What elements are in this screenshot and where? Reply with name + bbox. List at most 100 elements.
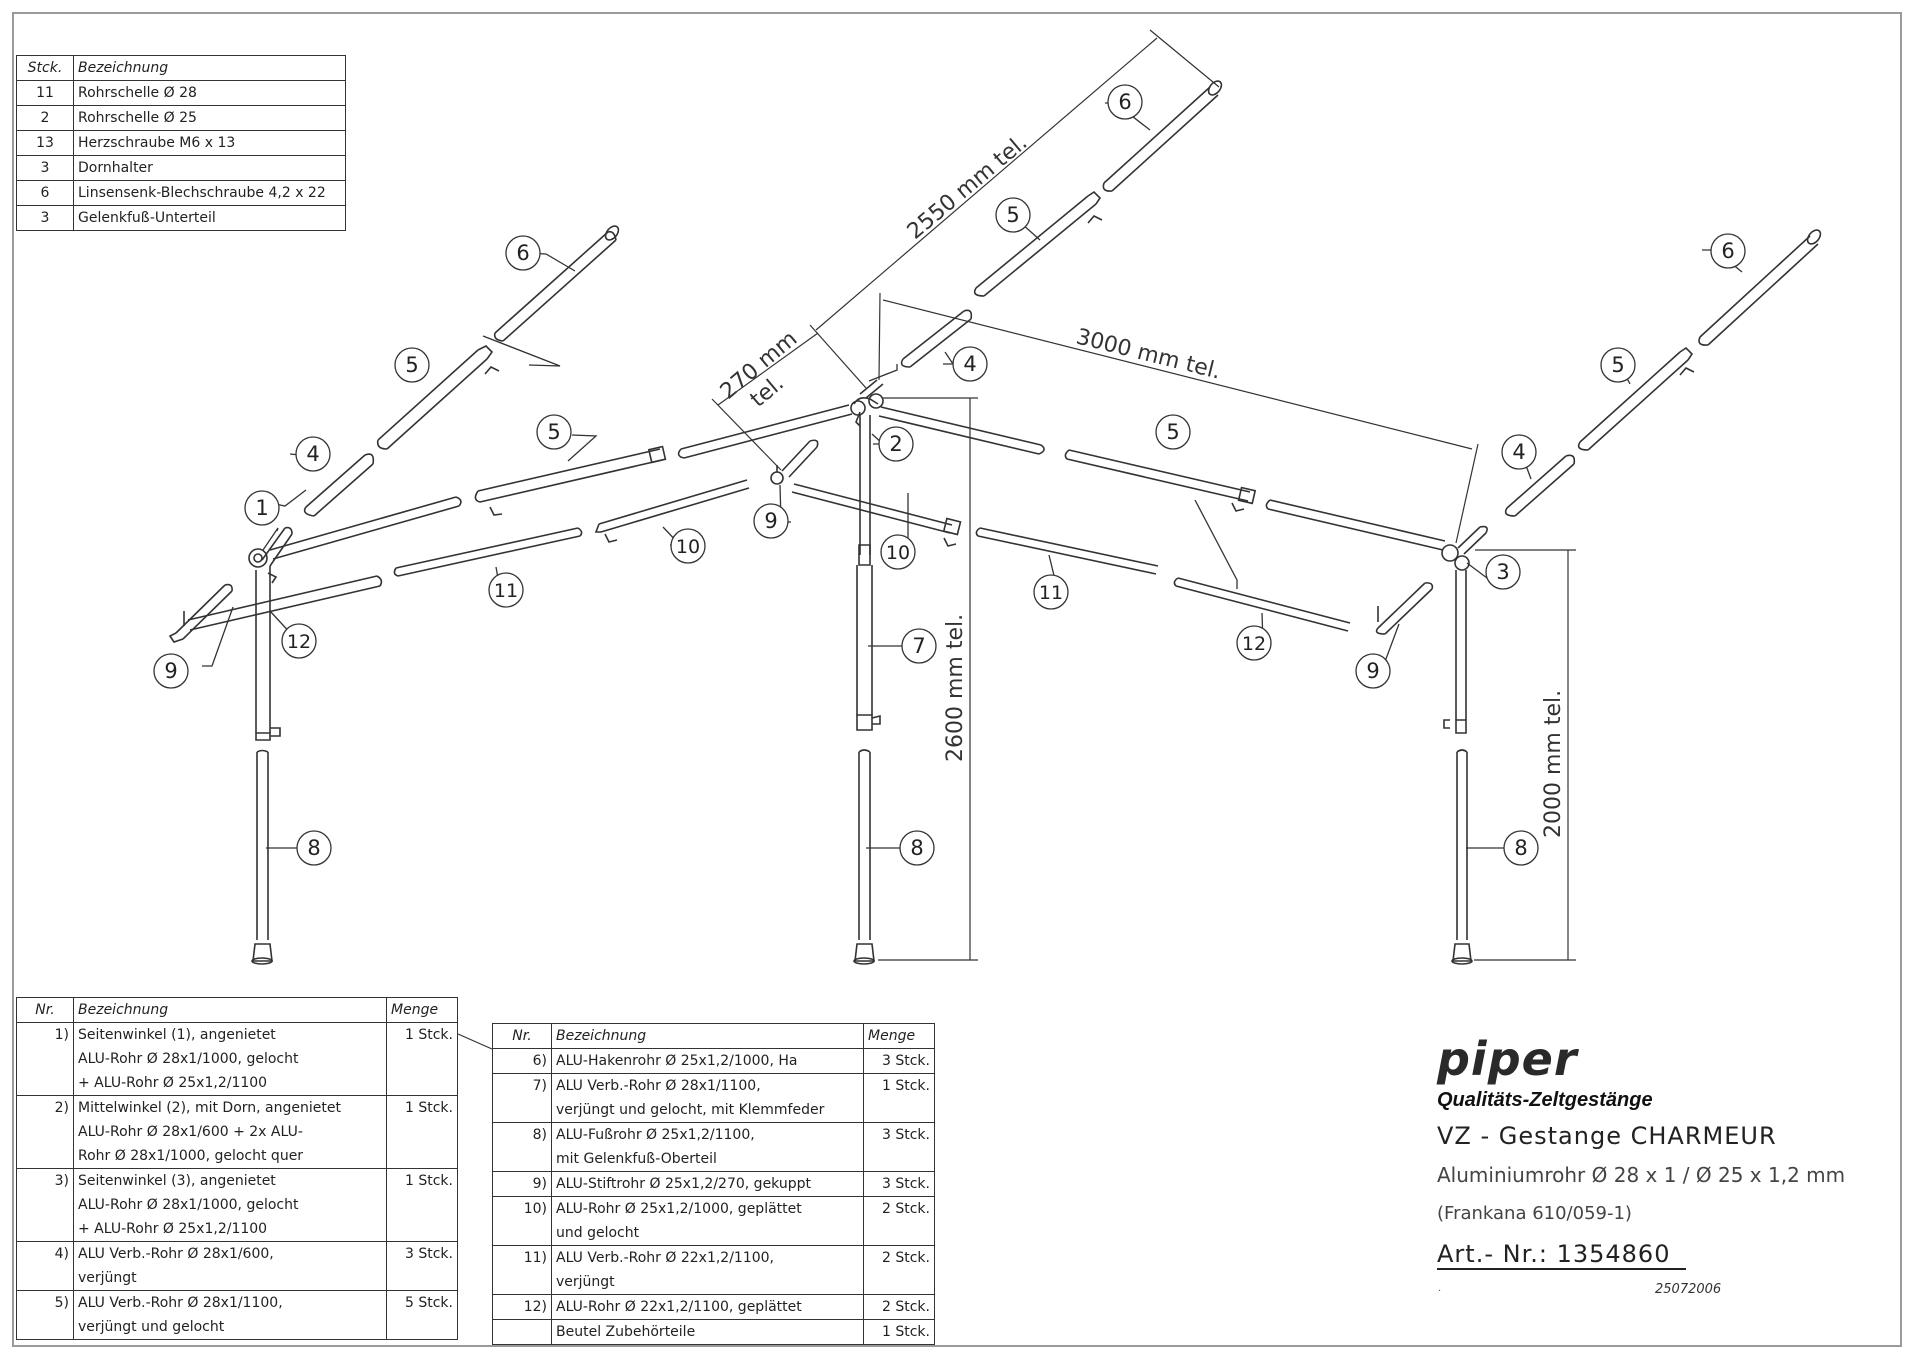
balloon-label-5-top: 5 bbox=[1006, 203, 1019, 227]
balloon-label-10-left: 10 bbox=[676, 536, 700, 558]
piper-logo: piper bbox=[1437, 1032, 1578, 1086]
table-row: 7) ALU Verb.-Rohr Ø 28x1/1100, verjüngt … bbox=[492, 1073, 935, 1123]
parts-table: Stck. Bezeichnung 11 Rohrschelle Ø 28 2 … bbox=[16, 55, 346, 231]
tube-part-5-top bbox=[973, 190, 1103, 297]
balloon-5-right bbox=[1600, 347, 1636, 383]
balloon-label-5-left: 5 bbox=[405, 353, 418, 377]
bom-nr: 11) bbox=[492, 1245, 552, 1295]
left-side-frame bbox=[168, 225, 667, 965]
balloon-8-left bbox=[296, 830, 332, 866]
balloon-label-9-left: 9 bbox=[164, 659, 177, 683]
tube-part-4-left bbox=[303, 453, 375, 517]
bom-nr: 4) bbox=[16, 1241, 74, 1291]
bom-qty: 1 Stck. bbox=[863, 1073, 935, 1123]
tube-part-7 bbox=[856, 544, 881, 731]
table-row: 3) Seitenwinkel (3), angenietet ALU-Rohr… bbox=[16, 1168, 458, 1242]
balloon-label-9-center: 9 bbox=[764, 509, 777, 533]
tube-part-1-corner bbox=[248, 496, 462, 741]
parts-qty: 13 bbox=[16, 130, 74, 156]
bom-desc-line: verjüngt bbox=[556, 1274, 615, 1290]
balloon-9-right bbox=[1355, 653, 1391, 689]
dim-3000-line bbox=[882, 299, 1473, 450]
tube-part-right-upper bbox=[1265, 499, 1446, 551]
balloon-1 bbox=[244, 490, 280, 526]
tube-part-9-right bbox=[1375, 582, 1434, 635]
balloon-label-4-left: 4 bbox=[306, 442, 319, 466]
balloon-4-right bbox=[1501, 434, 1537, 470]
balloon-label-6-left: 6 bbox=[516, 241, 529, 265]
bom-qty: 1 Stck. bbox=[386, 1022, 458, 1096]
right-corner-part-3 bbox=[1441, 525, 1488, 734]
bom-desc: ALU Verb.-Rohr Ø 28x1/600, verjüngt bbox=[73, 1241, 387, 1291]
balloon-label-9-right: 9 bbox=[1366, 659, 1379, 683]
table-row: 3 Dornhalter bbox=[16, 155, 346, 181]
bom-desc-line: ALU-Rohr Ø 25x1,2/1000, geplättet bbox=[556, 1201, 802, 1217]
parts-name: Rohrschelle Ø 25 bbox=[73, 105, 346, 131]
table-row: 8) ALU-Fußrohr Ø 25x1,2/1100, mit Gelenk… bbox=[492, 1122, 935, 1172]
part-balloons bbox=[202, 102, 1743, 849]
table-row: 9) ALU-Stiftrohr Ø 25x1,2/270, gekuppt 3… bbox=[492, 1171, 935, 1197]
tube-part-4-right bbox=[1504, 454, 1576, 517]
table-row: 6) ALU-Hakenrohr Ø 25x1,2/1000, Ha 3 Stc… bbox=[492, 1048, 935, 1074]
table-row: 2 Rohrschelle Ø 25 bbox=[16, 105, 346, 131]
parts-name: Rohrschelle Ø 28 bbox=[73, 80, 346, 106]
bom-nr: 1) bbox=[16, 1022, 74, 1096]
bom-desc-line: ALU Verb.-Rohr Ø 28x1/1100, bbox=[556, 1078, 761, 1094]
bom-right-header-name: Bezeichnung bbox=[551, 1023, 864, 1049]
balloon-label-4-right: 4 bbox=[1512, 440, 1525, 464]
material-spec: Aluminiumrohr Ø 28 x 1 / Ø 25 x 1,2 mm bbox=[1437, 1163, 1846, 1187]
bom-desc-line: ALU-Fußrohr Ø 25x1,2/1100, bbox=[556, 1127, 755, 1143]
bom-desc: Seitenwinkel (1), angenietet ALU-Rohr Ø … bbox=[73, 1022, 387, 1096]
bom-desc-line: verjüngt und gelocht bbox=[78, 1319, 225, 1335]
bom-table-left: Nr. Bezeichnung Menge 1) Seitenwinkel (1… bbox=[16, 997, 458, 1340]
dim-3000-text: 3000 mm tel. bbox=[1074, 325, 1224, 385]
balloon-8-center bbox=[899, 830, 935, 866]
table-row: Beutel Zubehörteile 1 Stck. bbox=[492, 1319, 935, 1345]
dim-2550-line bbox=[815, 37, 1158, 331]
bom-desc-line: ALU Verb.-Rohr Ø 28x1/600, bbox=[78, 1246, 274, 1262]
center-corner-part-2 bbox=[850, 379, 1045, 555]
tube-part-5-right bbox=[1577, 346, 1695, 451]
balloon-label-8-right: 8 bbox=[1514, 836, 1527, 860]
tube-part-5-front-left bbox=[474, 445, 667, 516]
bom-desc-line: Seitenwinkel (1), angenietet bbox=[78, 1027, 276, 1043]
balloon-label-11-left: 11 bbox=[494, 580, 518, 602]
balloon-9-left bbox=[153, 653, 189, 689]
table-row: 5) ALU Verb.-Rohr Ø 28x1/1100, verjüngt … bbox=[16, 1290, 458, 1340]
bom-qty: 3 Stck. bbox=[863, 1048, 935, 1074]
bom-qty: 2 Stck. bbox=[863, 1245, 935, 1295]
dimension-texts: 2550 mm tel. 270 mm tel. 3000 mm tel. 26… bbox=[716, 130, 1566, 838]
balloon-12-right bbox=[1236, 625, 1272, 661]
bom-desc: ALU-Rohr Ø 22x1,2/1100, geplättet bbox=[551, 1294, 864, 1320]
dim-270-line bbox=[717, 332, 819, 406]
parts-table-header-name: Bezeichnung bbox=[73, 55, 346, 81]
bom-qty: 3 Stck. bbox=[386, 1241, 458, 1291]
balloon-circles bbox=[153, 84, 1746, 866]
balloon-label-5-right: 5 bbox=[1611, 353, 1624, 377]
table-row: 10) ALU-Rohr Ø 25x1,2/1000, geplättet un… bbox=[492, 1196, 935, 1246]
balloon-4-left bbox=[295, 436, 331, 472]
balloon-label-2: 2 bbox=[889, 432, 902, 456]
table-row: 11) ALU Verb.-Rohr Ø 22x1,2/1100, verjün… bbox=[492, 1245, 935, 1295]
tube-part-8-left bbox=[251, 749, 273, 965]
bom-desc-line: + ALU-Rohr Ø 25x1,2/1100 bbox=[78, 1221, 268, 1237]
bom-desc: ALU-Stiftrohr Ø 25x1,2/270, gekuppt bbox=[551, 1171, 864, 1197]
title-dot: . bbox=[1438, 1283, 1442, 1294]
bom-desc: Seitenwinkel (3), angenietet ALU-Rohr Ø … bbox=[73, 1168, 387, 1242]
dim-2600-text: 2600 mm tel. bbox=[943, 614, 968, 762]
bom-desc-line: ALU-Rohr Ø 28x1/1000, gelocht bbox=[78, 1051, 299, 1067]
balloon-5-front-left bbox=[536, 414, 572, 450]
tube-part-4-top bbox=[900, 309, 973, 368]
table-row: 4) ALU Verb.-Rohr Ø 28x1/600, verjüngt 3… bbox=[16, 1241, 458, 1291]
bom-desc: ALU-Fußrohr Ø 25x1,2/1100, mit Gelenkfuß… bbox=[551, 1122, 864, 1172]
bom-qty: 2 Stck. bbox=[863, 1294, 935, 1320]
balloon-5-left bbox=[394, 347, 430, 383]
balloon-11-right bbox=[1033, 574, 1069, 610]
bom-nr: 9) bbox=[492, 1171, 552, 1197]
balloon-6-right bbox=[1710, 233, 1746, 269]
balloon-labels: 1 2 3 4 4 4 5 5 5 5 5 6 6 6 7 8 8 8 9 9 … bbox=[164, 90, 1734, 860]
parts-qty: 3 bbox=[16, 205, 74, 231]
bom-nr: 6) bbox=[492, 1048, 552, 1074]
bom-desc-line: ALU-Rohr Ø 28x1/1000, gelocht bbox=[78, 1197, 299, 1213]
table-row: 6 Linsensenk-Blechschraube 4,2 x 22 bbox=[16, 180, 346, 206]
